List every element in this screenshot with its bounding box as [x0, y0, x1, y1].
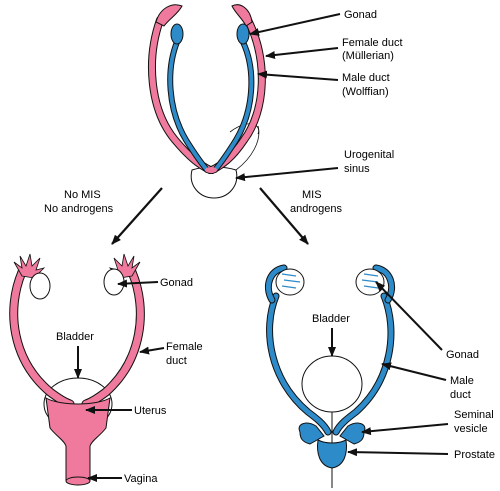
arrow-male-duct	[381, 362, 447, 381]
ovary-right	[103, 268, 125, 296]
label-female-duct: Female duct	[342, 37, 403, 49]
label-vagina: Vagina	[124, 473, 158, 485]
arrow-prostate	[347, 448, 449, 457]
label-female-duct-bottom: Female	[166, 341, 203, 353]
arrow-gonad	[249, 13, 341, 36]
arrow-female-duct	[265, 47, 339, 59]
seminal-vesicle-right	[339, 422, 366, 445]
branch-arrows: No MIS No androgens MIS androgens	[44, 187, 342, 245]
label-male-duct-bottom-sub: duct	[450, 389, 471, 401]
label-female-gonad: Gonad	[160, 277, 193, 289]
top-labels: Gonad Female duct (Müllerian) Male duct …	[235, 9, 403, 182]
label-prostate: Prostate	[454, 449, 495, 461]
testis-right	[355, 268, 385, 296]
ovary-left	[29, 272, 51, 300]
label-male-duct-sub: (Wolffian)	[342, 86, 389, 98]
label-male-duct: Male duct	[342, 72, 390, 84]
sinus-junction	[205, 167, 217, 173]
label-androgens: androgens	[290, 203, 342, 215]
label-seminal: Seminal	[454, 409, 494, 421]
label-no-mis: No MIS	[64, 189, 101, 201]
label-female-duct-bottom-sub: duct	[166, 355, 187, 367]
seminal-vesicle-left	[298, 422, 325, 445]
arrow-male-duct	[257, 70, 339, 81]
label-no-androgens: No androgens	[44, 203, 114, 215]
uterus	[45, 397, 111, 481]
arrow-to-male	[259, 187, 309, 245]
arrow-female-gonad	[117, 279, 159, 288]
gonad-indifferent-left	[170, 23, 184, 45]
male-bladder	[301, 355, 363, 413]
male-pathway: Bladder Gonad Male duct Seminal vesicle …	[265, 264, 495, 488]
fimbria-left	[13, 253, 46, 279]
arrow-seminal-vesicle	[361, 423, 449, 436]
label-urogenital-sub: sinus	[344, 163, 370, 175]
female-pathway: Gonad Bladder Female duct Uterus Vagina	[9, 253, 203, 486]
prostate	[317, 439, 347, 469]
vagina-opening	[65, 476, 91, 486]
label-seminal-sub: vesicle	[454, 423, 488, 435]
label-uterus: Uterus	[134, 405, 167, 417]
mullerian-funnel-right	[231, 4, 253, 27]
label-female-bladder: Bladder	[56, 331, 94, 343]
testis-left	[275, 268, 305, 296]
label-female-duct-sub: (Müllerian)	[342, 50, 394, 62]
arrow-female-duct	[139, 346, 165, 355]
label-top-gonad: Gonad	[344, 9, 377, 21]
label-mis: MIS	[302, 189, 322, 201]
label-male-gonad: Gonad	[446, 349, 479, 361]
label-male-bladder: Bladder	[312, 313, 350, 325]
indifferent-stage	[148, 4, 266, 199]
arrow-male-gonad	[375, 281, 443, 351]
mullerian-funnel-left	[155, 4, 183, 27]
arrow-to-female	[111, 187, 163, 245]
arrow-urogenital-sinus	[235, 167, 339, 182]
gonad-indifferent-right	[236, 23, 250, 45]
testis-left-tubules	[281, 273, 301, 289]
label-male-duct-bottom: Male	[450, 375, 474, 387]
label-urogenital: Urogenital	[344, 149, 394, 161]
